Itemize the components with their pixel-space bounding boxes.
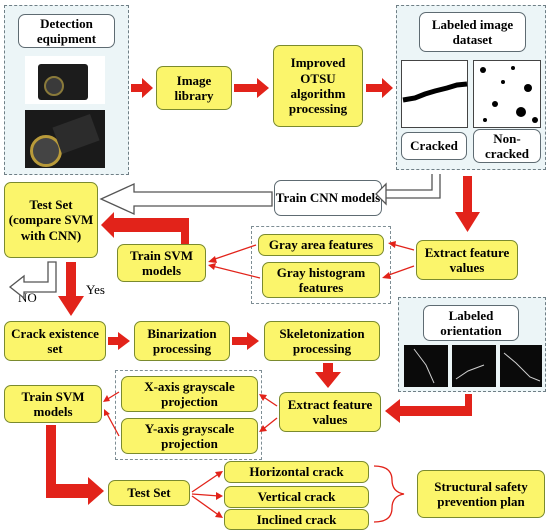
gray-area-node: Gray area features bbox=[258, 234, 384, 256]
orientation-sample-3 bbox=[500, 345, 542, 387]
labeled-orientation-title: Labeled orientation bbox=[423, 305, 519, 341]
projection-features-group bbox=[115, 370, 262, 460]
test-set-compare-node: Test Set (compare SVM with CNN) bbox=[4, 182, 98, 258]
arrow-binarization-to-skeleton bbox=[232, 332, 259, 350]
non-cracked-label: Non-cracked bbox=[473, 129, 541, 163]
arrow-test-to-crack-set bbox=[58, 262, 84, 316]
safety-brace bbox=[373, 465, 405, 523]
detection-equipment-title: Detection equipment bbox=[18, 14, 115, 48]
cracked-sample-crack bbox=[402, 81, 468, 103]
vertical-crack-node: Vertical crack bbox=[224, 486, 369, 508]
gray-histogram-node: Gray histogram features bbox=[262, 262, 380, 298]
crack-existence-node: Crack existence set bbox=[4, 321, 106, 361]
yes-label: Yes bbox=[86, 282, 105, 297]
arrow-skeleton-to-extract bbox=[315, 363, 341, 388]
y-projection-node: Y-axis grayscale projection bbox=[121, 418, 258, 454]
orientation-sample-lines bbox=[413, 348, 541, 384]
safety-plan-node: Structural safety prevention plan bbox=[417, 470, 545, 518]
cracked-sample-image bbox=[401, 60, 468, 128]
arrow-library-to-otsu bbox=[234, 78, 269, 98]
arrow-to-test-compare bbox=[101, 212, 189, 244]
extract-features-node-1: Extract feature values bbox=[416, 240, 518, 280]
otsu-node: Improved OTSU algorithm processing bbox=[273, 45, 363, 127]
arrow-dataset-to-cnn-head bbox=[375, 182, 387, 206]
arrow-svm-to-test-set bbox=[46, 425, 104, 505]
orientation-sample-2 bbox=[452, 345, 496, 387]
cracked-label: Cracked bbox=[401, 132, 467, 160]
camera-lens-1 bbox=[44, 76, 64, 96]
x-projection-node: X-axis grayscale projection bbox=[121, 376, 258, 412]
arrow-dataset-to-extract bbox=[455, 176, 480, 232]
arrow-dataset-to-cnn-line bbox=[386, 174, 441, 199]
extract-features-node-2: Extract feature values bbox=[279, 392, 381, 432]
train-svm-node-1: Train SVM models bbox=[117, 244, 206, 282]
arrow-otsu-to-dataset bbox=[366, 78, 393, 98]
labeled-dataset-title: Labeled image dataset bbox=[419, 12, 526, 52]
arrow-no-branch bbox=[8, 261, 57, 300]
test-set-node: Test Set bbox=[108, 480, 190, 506]
non-cracked-sample-texture bbox=[480, 66, 538, 123]
gray-features-group bbox=[251, 226, 391, 304]
arrow-equipment-to-library bbox=[131, 78, 153, 98]
arrow-orientation-to-extract bbox=[385, 394, 472, 423]
arrow-crack-to-binarization bbox=[108, 332, 130, 350]
arrow-dataset-to-cnn-line-2 bbox=[386, 174, 433, 191]
inclined-crack-node: Inclined crack bbox=[224, 509, 369, 530]
train-cnn-node: Train CNN models bbox=[274, 180, 382, 216]
horizontal-crack-node: Horizontal crack bbox=[224, 461, 369, 483]
skeletonization-node: Skeletonization processing bbox=[264, 321, 380, 361]
train-svm-node-2: Train SVM models bbox=[4, 385, 102, 423]
binarization-node: Binarization processing bbox=[134, 321, 230, 361]
image-library-node: Image library bbox=[156, 66, 232, 110]
arrow-cnn-to-test bbox=[99, 182, 273, 216]
